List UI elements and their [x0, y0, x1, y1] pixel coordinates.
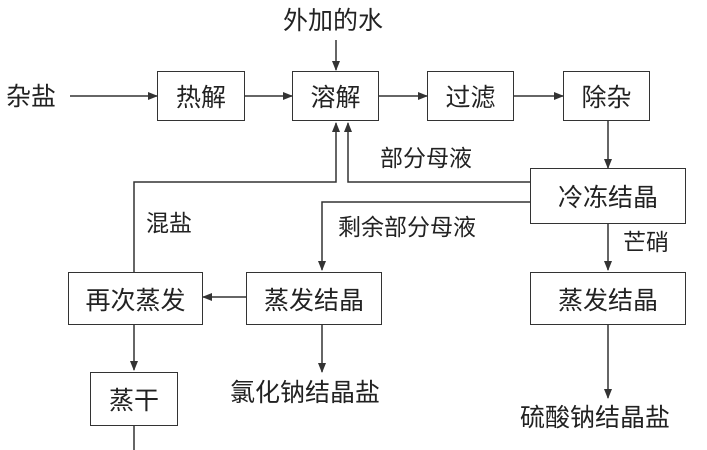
node-evaporate-crystallize-right: 蒸发结晶 — [530, 272, 686, 325]
arrow-partial-liquor-return — [344, 122, 530, 183]
label-sodium-chloride-product: 氯化钠结晶盐 — [230, 378, 381, 407]
node-evaporate-crystallize-left: 蒸发结晶 — [246, 272, 382, 325]
node-re-evaporate: 再次蒸发 — [68, 272, 203, 325]
label-remaining-mother-liquor: 剩余部分母液 — [338, 215, 476, 241]
node-dissolve: 溶解 — [292, 71, 379, 121]
arrow-mixed-salt-return — [133, 122, 340, 272]
node-filter: 过滤 — [427, 71, 514, 121]
label-partial-mother-liquor: 部分母液 — [380, 146, 472, 172]
node-impurity-removal: 除杂 — [563, 71, 650, 121]
node-freeze-crystallize: 冷冻结晶 — [530, 168, 686, 224]
node-steam-dry: 蒸干 — [90, 372, 178, 426]
arrow-remaining-liquor — [318, 201, 530, 271]
label-added-water: 外加的水 — [283, 6, 384, 35]
label-mirabilite: 芒硝 — [623, 230, 669, 256]
label-sodium-sulfate-product: 硫酸钠结晶盐 — [520, 403, 671, 432]
label-mixed-salt-return: 混盐 — [146, 211, 192, 237]
label-mixed-salt-input: 杂盐 — [6, 82, 57, 111]
node-pyrolysis: 热解 — [157, 71, 245, 121]
